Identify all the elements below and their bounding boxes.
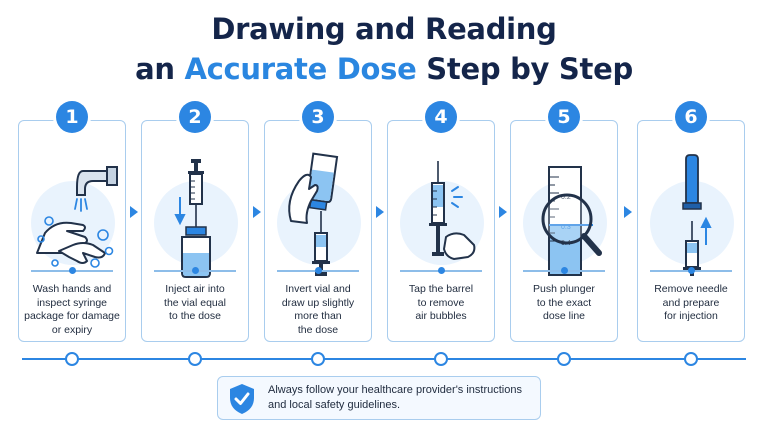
step-badge-4: 4	[425, 101, 457, 133]
timeline-dot-6	[684, 352, 698, 366]
step-text-6: Remove needle and prepare for injection	[654, 283, 728, 322]
step-card-6: Remove needle and prepare for injection	[637, 120, 745, 342]
timeline-dot-5	[557, 352, 571, 366]
scale-label-top: 0.2	[561, 194, 571, 201]
dose-line-illustration: 0.2 0.3 0.4	[523, 166, 607, 276]
step-text-3: Invert vial and draw up slightly more th…	[281, 283, 355, 336]
step-card-2: Inject air into the vial equal to the do…	[141, 120, 249, 342]
chevron-right-icon	[499, 206, 507, 218]
shield-check-icon	[230, 384, 254, 414]
step-text-2: Inject air into the vial equal to the do…	[164, 283, 226, 322]
timeline-line	[22, 358, 746, 360]
card-divider-dot	[68, 267, 76, 274]
step-badge-3: 3	[302, 101, 334, 133]
tap-barrel-illustration	[400, 161, 484, 265]
timeline-dot-1	[65, 352, 79, 366]
handwashing-illustration	[31, 166, 118, 268]
step-text-4: Tap the barrel to remove air bubbles	[408, 283, 474, 322]
timeline-dot-3	[311, 352, 325, 366]
syringe-icon	[188, 159, 204, 233]
scale-label-mid: 0.3	[561, 224, 571, 231]
chevron-right-icon	[253, 206, 261, 218]
hand-icon	[443, 232, 476, 260]
needle-cap-icon	[682, 154, 702, 210]
title-suffix: Step by Step	[416, 52, 633, 86]
step-text-5: Push plunger to the exact dose line	[533, 283, 595, 322]
card-divider-dot	[314, 267, 322, 274]
step-text-1: Wash hands and inspect syringe package f…	[24, 283, 120, 336]
syringe-icon	[429, 161, 447, 256]
chevron-right-icon	[130, 206, 138, 218]
timeline-dot-2	[188, 352, 202, 366]
prepare-injection-illustration	[650, 154, 734, 276]
card-divider-dot	[191, 267, 199, 274]
invert-vial-illustration	[277, 152, 361, 276]
step-badge-1: 1	[56, 101, 88, 133]
card-divider-dot	[687, 267, 695, 274]
hands-icon	[36, 221, 106, 264]
timeline-dot-4	[434, 352, 448, 366]
card-divider-dot	[437, 267, 445, 274]
title-line-1: Drawing and Reading	[211, 12, 557, 46]
title-accent: Accurate Dose	[184, 52, 417, 86]
safety-notice-text: Always follow your healthcare provider's…	[268, 384, 522, 411]
inject-air-illustration	[154, 159, 238, 278]
chevron-right-icon	[376, 206, 384, 218]
magnifier-icon	[541, 193, 602, 256]
faucet-icon	[76, 166, 118, 196]
step-badge-6: 6	[675, 101, 707, 133]
hand-icon	[288, 173, 319, 224]
safety-notice: Always follow your healthcare provider's…	[217, 376, 541, 420]
step-card-3: Invert vial and draw up slightly more th…	[264, 120, 372, 342]
title-line-2: an Accurate Dose Step by Step	[0, 52, 768, 86]
card-divider-dot	[560, 267, 568, 274]
title-prefix: an	[135, 52, 185, 86]
step-badge-5: 5	[548, 101, 580, 133]
step-card-4: Tap the barrel to remove air bubbles	[387, 120, 495, 342]
syringe-barrel-scale	[548, 166, 593, 276]
step-badge-2: 2	[179, 101, 211, 133]
chevron-right-icon	[624, 206, 632, 218]
step-card-5: 0.2 0.3 0.4 Push plunger to the exact do…	[510, 120, 618, 342]
step-card-1: Wash hands and inspect syringe package f…	[18, 120, 126, 342]
